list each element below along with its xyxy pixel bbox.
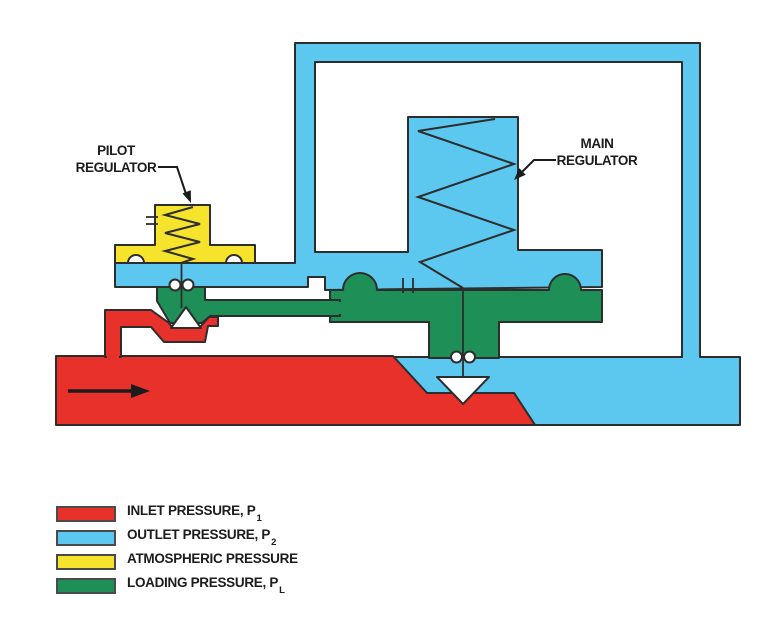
pilot-label-line2: REGULATOR — [76, 160, 157, 175]
loading-channel-join — [330, 302, 342, 314]
legend: INLET PRESSURE, P1 OUTLET PRESSURE, P2 A… — [56, 503, 298, 602]
loading-pressure-region — [329, 272, 603, 359]
legend-swatch-loading — [56, 578, 116, 594]
pilot-flange-vent-right — [225, 254, 243, 264]
main-stem-seal-right — [463, 350, 476, 364]
pilot-stem-seal-left — [168, 278, 182, 292]
pilot-valve-plug — [170, 306, 202, 329]
legend-label-outlet-sub: 2 — [271, 536, 277, 548]
main-label-line2: REGULATOR — [557, 153, 638, 168]
legend-swatch-atmospheric — [56, 554, 116, 570]
main-valve-plug — [436, 376, 490, 405]
legend-label-loading-sub: L — [279, 584, 285, 596]
pilot-leader-arrowhead — [182, 190, 191, 203]
legend-label-outlet-text: OUTLET PRESSURE, P — [127, 527, 271, 543]
legend-label-atmospheric-text: ATMOSPHERIC PRESSURE — [127, 551, 298, 567]
legend-label-inlet-text: INLET PRESSURE, P — [127, 503, 256, 519]
pilot-regulator-body — [114, 204, 256, 264]
legend-item-loading: LOADING PRESSURE, PL — [56, 575, 298, 597]
main-spring — [414, 118, 518, 289]
pilot-inlet-loop — [104, 309, 219, 358]
pilot-flange-vent-left — [127, 254, 145, 264]
legend-item-inlet: INLET PRESSURE, P1 — [56, 503, 298, 525]
inlet-loop-join — [107, 352, 119, 360]
legend-label-outlet: OUTLET PRESSURE, P2 — [127, 527, 277, 549]
legend-swatch-inlet — [56, 506, 116, 522]
pilot-loading-region — [156, 286, 341, 324]
main-leader-line — [518, 159, 556, 176]
pilot-leader-line — [158, 166, 188, 198]
pilot-label-line1: PILOT — [97, 143, 136, 158]
main-label-line1: MAIN — [581, 136, 614, 151]
legend-label-atmospheric: ATMOSPHERIC PRESSURE — [127, 551, 298, 573]
pilot-spring — [161, 206, 201, 264]
main-leader-arrowhead — [514, 168, 526, 180]
legend-item-outlet: OUTLET PRESSURE, P2 — [56, 527, 298, 549]
legend-label-inlet-sub: 1 — [256, 512, 262, 524]
legend-item-atmospheric: ATMOSPHERIC PRESSURE — [56, 551, 298, 573]
legend-label-loading: LOADING PRESSURE, PL — [127, 575, 285, 597]
flow-arrow — [68, 384, 150, 398]
legend-label-loading-text: LOADING PRESSURE, P — [127, 575, 279, 591]
pilot-stem-seal-right — [181, 278, 195, 292]
legend-swatch-outlet — [56, 530, 116, 546]
inlet-pressure-region — [55, 355, 536, 426]
regulator-diagram: PILOT REGULATOR MAIN REGULATOR — [55, 42, 741, 426]
main-stem-seal-left — [450, 350, 463, 364]
pilot-label: PILOT REGULATOR — [76, 143, 191, 203]
main-label: MAIN REGULATOR — [514, 136, 638, 180]
outlet-pressure-region — [114, 42, 741, 426]
legend-label-inlet: INLET PRESSURE, P1 — [127, 503, 262, 525]
